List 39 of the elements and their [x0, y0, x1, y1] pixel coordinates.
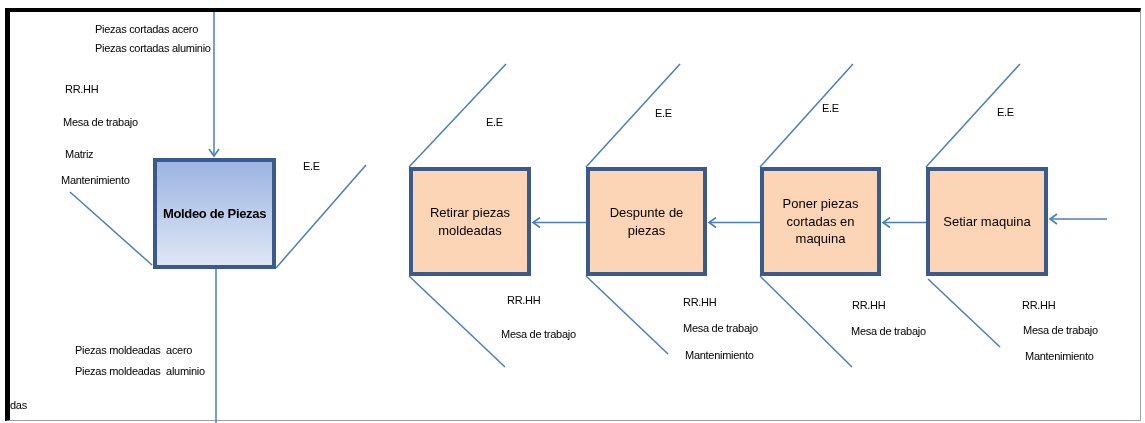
resource-label: Mesa de trabajo [1023, 323, 1098, 337]
arrow [882, 216, 927, 229]
resource-label: RR.HH [1022, 298, 1056, 312]
resource-label: RR.HH [507, 293, 541, 307]
process-label: Despunte de piezas [608, 203, 685, 240]
resource-label: E.E [822, 101, 839, 115]
process-label: Poner piezas cortadas en maquina [781, 195, 860, 248]
process-box [760, 167, 881, 276]
process-box [409, 167, 531, 276]
resource-label: das [10, 398, 27, 412]
arrow [1049, 213, 1108, 225]
process-box [153, 158, 276, 269]
arrow [208, 11, 220, 157]
resource-label: Piezas moldeadas acero [75, 343, 193, 357]
resource-label: E.E [655, 106, 672, 120]
resource-label: Piezas cortadas aluminio [95, 41, 211, 55]
arrow [532, 216, 587, 229]
resource-label: E.E [303, 159, 320, 173]
resource-label: RR.HH [65, 82, 99, 96]
resource-label: E.E [997, 105, 1014, 119]
process-box [586, 167, 707, 276]
process-label: Retirar piezas moldeadas [428, 203, 512, 240]
resource-label: Mesa de trabajo [63, 115, 138, 129]
resource-label: E.E [486, 115, 503, 129]
resource-label: Piezas cortadas acero [95, 22, 199, 36]
process-label: Moldeo de Piezas [162, 204, 267, 223]
resource-label: Mesa de trabajo [501, 327, 576, 341]
resource-label: Piezas moldeadas aluminio [75, 364, 205, 378]
resource-label: RR.HH [683, 295, 717, 309]
resource-label: Mantenimiento [685, 348, 754, 362]
resource-label: Mesa de trabajo [683, 321, 758, 335]
resource-label: Mantenimiento [1025, 349, 1094, 363]
arrow [708, 216, 761, 229]
process-label: Setiar maquina [943, 212, 1031, 231]
resource-label: RR.HH [852, 298, 886, 312]
process-box [926, 167, 1048, 276]
resource-label: Mantenimiento [61, 173, 130, 187]
resource-label: Mesa de trabajo [851, 324, 926, 338]
resource-label: Matriz [65, 147, 94, 161]
